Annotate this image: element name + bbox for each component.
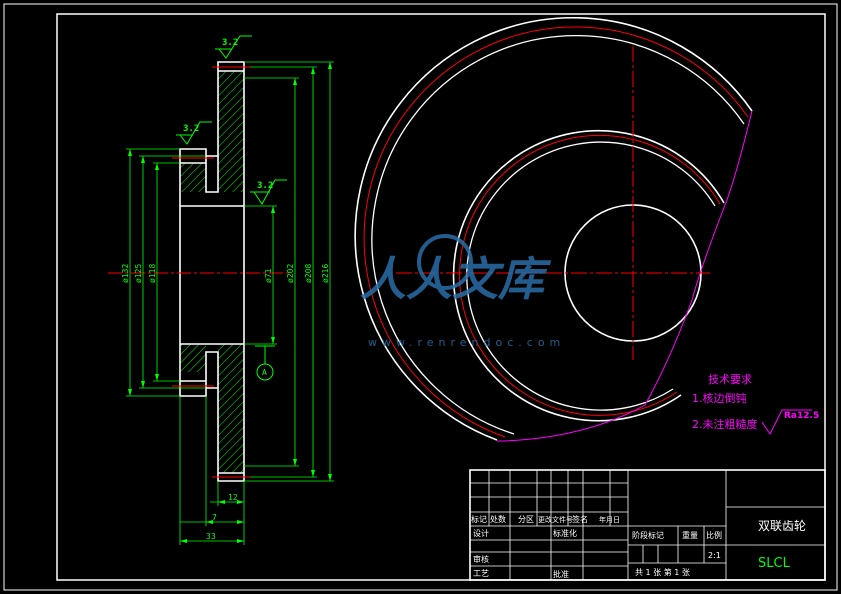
part-name: 双联齿轮	[758, 519, 806, 533]
label-design: 设计	[473, 528, 489, 538]
dim-width-12: 12	[228, 493, 238, 502]
gear-outlines	[354, 16, 753, 441]
roughness-symbol-hub	[176, 121, 212, 145]
label-stage-mark: 阶段标记	[632, 530, 664, 540]
section-hatch	[180, 71, 244, 473]
roughness-symbol-top	[215, 35, 252, 59]
title-block-grid	[470, 470, 825, 580]
datum-symbol	[255, 345, 275, 381]
drawing-code: SLCL	[758, 556, 791, 571]
dim-d125: ø125	[134, 264, 143, 283]
general-roughness-value: Ra12.5	[784, 411, 819, 421]
label-change-doc: 更改文件号	[538, 515, 573, 524]
tech-req-item-1: 1.核边倒钝	[692, 391, 747, 405]
roughness-top-value: 3.2	[222, 38, 238, 48]
tech-req-item-2: 2.未注粗糙度	[692, 417, 758, 431]
datum-label: A	[262, 368, 267, 377]
tech-req-title: 技术要求	[708, 373, 752, 386]
label-count: 处数	[490, 514, 506, 524]
label-mark: 标记	[471, 514, 487, 524]
scale-value: 2:1	[708, 551, 721, 560]
title-block-labels: 标记 处数 分区 更改文件号 签名 年月日 设计 标准化 阶段标记 重量 比例 …	[471, 514, 722, 579]
dim-d118: ø118	[148, 264, 157, 283]
general-roughness-symbol	[761, 409, 812, 435]
roughness-bore-value: 3.2	[257, 181, 273, 191]
tech-requirements: 技术要求 1.核边倒钝 2.未注粗糙度 Ra12.5	[692, 373, 819, 435]
sheet-count: 共 1 张 第 1 张	[635, 567, 690, 577]
dim-d216: ø216	[321, 264, 330, 283]
break-line	[496, 110, 753, 442]
inner-frame	[56, 13, 826, 581]
dim-d202: ø202	[286, 264, 295, 283]
dim-arrows	[128, 62, 332, 481]
label-signature: 签名	[572, 514, 588, 524]
gear-inner-outlines	[371, 34, 745, 435]
watermark: 人人文库 www.renrendoc.com	[360, 234, 565, 349]
width-arrows	[180, 500, 244, 543]
label-process: 工艺	[473, 569, 489, 578]
roughness-symbol-bore	[250, 179, 287, 205]
front-view	[354, 16, 753, 442]
dim-width-7: 7	[212, 513, 217, 522]
dim-d71: ø71	[264, 268, 273, 283]
watermark-logo-icon	[417, 234, 473, 290]
label-review: 审核	[473, 554, 489, 564]
outer-frame	[3, 3, 838, 591]
label-zone: 分区	[518, 515, 534, 524]
label-scale: 比例	[706, 530, 722, 540]
section-view: ø132 ø125 ø118 ø71 ø202 ø208 ø216 12 7 3…	[108, 35, 334, 545]
label-approve: 批准	[553, 569, 569, 579]
pitch-marks	[172, 66, 250, 478]
watermark-text: 人人文库	[360, 252, 552, 306]
roughness-hub-value: 3.2	[183, 124, 199, 134]
dim-width-33: 33	[206, 532, 216, 541]
dim-d132: ø132	[121, 264, 130, 283]
dim-d208: ø208	[304, 264, 313, 283]
watermark-url: www.renrendoc.com	[368, 336, 565, 349]
diameter-dims	[126, 61, 334, 482]
label-weight: 重量	[682, 530, 698, 540]
label-standardize: 标准化	[553, 528, 577, 538]
label-date: 年月日	[599, 515, 620, 524]
pitch-circles	[363, 26, 749, 438]
title-block: 标记 处数 分区 更改文件号 签名 年月日 设计 标准化 阶段标记 重量 比例 …	[469, 469, 826, 581]
